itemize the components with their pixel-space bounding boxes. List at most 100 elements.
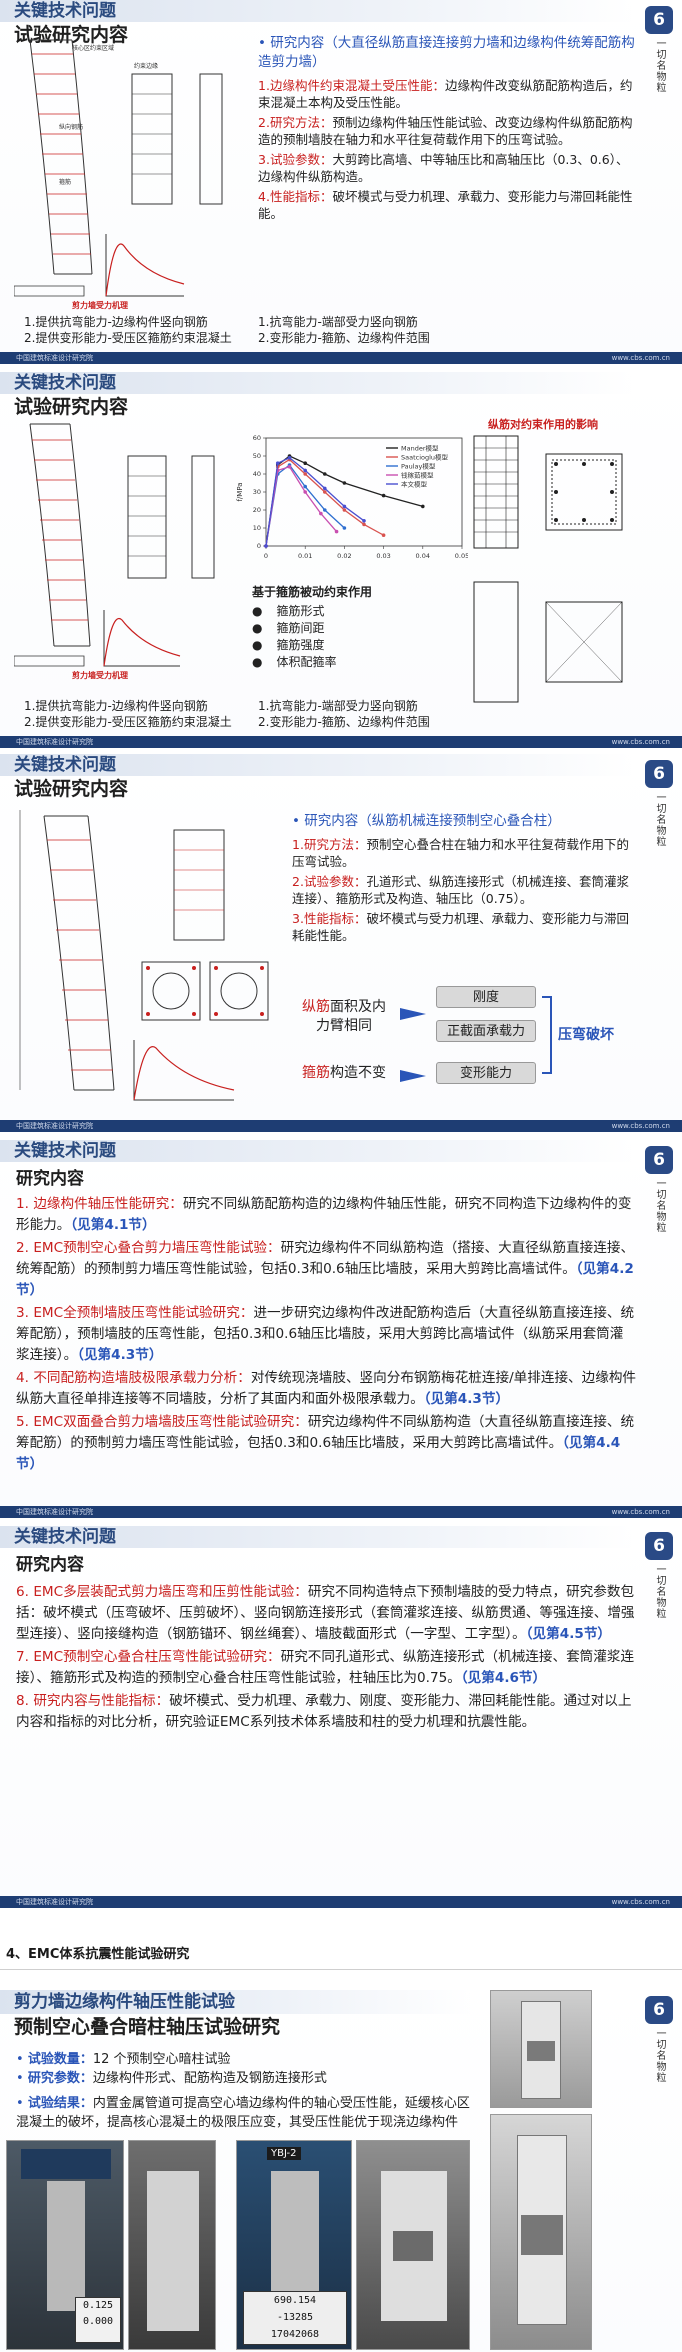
y-tick-label: 20 bbox=[253, 506, 261, 514]
flow-box-capacity: 正截面承载力 bbox=[436, 1020, 536, 1042]
legend-label: Paulay模型 bbox=[401, 462, 436, 471]
slide4-item-2: 2. EMC预制空心叠合剪力墙压弯性能试验：研究边缘构件不同纵筋构造（搭接、大直… bbox=[16, 1240, 635, 1298]
mechanism-box: 基于箍筋被动约束作用 ●箍筋形式 ●箍筋间距 ●箍筋强度 ●体积配箍率 bbox=[252, 584, 462, 671]
chart-series bbox=[264, 454, 425, 548]
logo: 6 一切名物粒 bbox=[642, 1532, 676, 1623]
legend-label: Mander模型 bbox=[401, 444, 439, 453]
flow-result: 压弯破坏 bbox=[558, 1027, 614, 1043]
column-section-drawings bbox=[473, 435, 623, 703]
data-point bbox=[287, 456, 292, 460]
column-mechanism-diagram bbox=[19, 810, 269, 1101]
data-point bbox=[287, 465, 292, 469]
slide-title: 研究内容 bbox=[16, 1555, 84, 1575]
y-tick-label: 50 bbox=[253, 452, 261, 460]
data-point bbox=[303, 461, 307, 465]
slide-header: 关键技术问题 试验研究内容 bbox=[0, 754, 632, 802]
x-tick-label: 0 bbox=[264, 552, 268, 560]
logo: 6 一切名物粒 bbox=[642, 6, 676, 97]
slide-4: 关键技术问题 6 一切名物粒 研究内容 1. 边缘构件轴压性能研究：研究不同纵筋… bbox=[0, 1140, 682, 1518]
label-edge: 约束边缘 bbox=[134, 62, 158, 70]
slide-footer: 中国建筑标准设计研究院 www.cbs.com.cn bbox=[0, 1896, 682, 1908]
slide-6: 剪力墙边缘构件轴压性能试验 预制空心叠合暗柱轴压试验研究 6 一切名物粒 • 试… bbox=[0, 1990, 682, 2352]
slide-kicker: 关键技术问题 bbox=[0, 1140, 632, 1162]
slide-header: 关键技术问题 试验研究内容 bbox=[0, 372, 632, 420]
slide-title: 研究内容 bbox=[16, 1169, 84, 1189]
data-point bbox=[342, 526, 347, 530]
data-point bbox=[323, 490, 327, 494]
specimen-photo bbox=[490, 1990, 592, 2108]
data-point bbox=[381, 493, 386, 498]
logo-text: 一切名物粒 bbox=[654, 1564, 665, 1619]
flow-bracket bbox=[542, 996, 552, 1074]
slide4-item-3: 3. EMC全预制墙肢压弯性能试验研究：进一步研究边缘构件改进配筋构造后（大直径… bbox=[16, 1305, 635, 1363]
slide6-items: • 试验数量：12 个预制空心暗柱试验 • 研究参数：边缘构件形式、配筋构造及钢… bbox=[16, 2050, 470, 2132]
readout-panel: 0.125 0.000 bbox=[75, 2297, 121, 2343]
slide4-item-1: 1. 边缘构件轴压性能研究：研究不同纵筋配筋构造的边缘构件轴压性能，研究不同构造… bbox=[16, 1196, 632, 1233]
flow-box-stiffness: 刚度 bbox=[436, 986, 536, 1008]
logo-text: 一切名物粒 bbox=[654, 38, 665, 93]
data-point bbox=[303, 490, 307, 494]
failure-mode-photo bbox=[490, 2114, 592, 2350]
data-point bbox=[342, 504, 347, 509]
y-tick-label: 0 bbox=[257, 542, 261, 550]
data-point bbox=[323, 472, 327, 476]
slide-title: 试验研究内容 bbox=[14, 396, 129, 418]
slide5-item-6: 6. EMC多层装配式剪力墙压弯和压剪性能试验：研究不同构造特点下预制墙肢的受力… bbox=[16, 1584, 635, 1642]
slide-kicker: 关键技术问题 bbox=[0, 754, 632, 776]
y-tick-label: 30 bbox=[253, 488, 261, 496]
series-line bbox=[265, 458, 384, 547]
data-point bbox=[342, 508, 347, 512]
slide-title: 预制空心叠合暗柱轴压试验研究 bbox=[14, 2016, 281, 2038]
mechanism-item: ●箍筋间距 bbox=[252, 621, 325, 635]
slide6-item: • 试验结果：内置金属管道可提高空心墙边缘构件的轴心受压性能，延缓核心区混凝土的… bbox=[16, 2096, 470, 2130]
logo-badge-icon: 6 bbox=[645, 6, 673, 34]
data-point bbox=[362, 519, 366, 523]
slide1-item-1: 1.边缘构件约束混凝土受压性能：边缘构件改变纵筋配筋构造后，约束混凝土本构及受压… bbox=[258, 78, 633, 110]
test-rig-photo: YBJ-2 690.154 -13285 17042068 bbox=[236, 2140, 352, 2350]
slide-header: 关键技术问题 bbox=[0, 1140, 632, 1162]
slide1-item-2: 2.研究方法：预制边缘构件轴压性能试验、改变边缘构件纵筋配筋构造的预制墙肢在轴力… bbox=[258, 115, 633, 147]
slide6-item: • 研究参数：边缘构件形式、配筋构造及钢筋连接形式 bbox=[16, 2071, 327, 2086]
slide-footer: 中国建筑标准设计研究院 www.cbs.com.cn bbox=[0, 352, 682, 364]
logo-text: 一切名物粒 bbox=[654, 1178, 665, 1233]
slide3-item-1: 1.研究方法：预制空心叠合柱在轴力和水平往复荷载作用下的压弯试验。 bbox=[292, 837, 629, 869]
series-line bbox=[265, 466, 338, 547]
flow-box-deformation: 变形能力 bbox=[436, 1062, 536, 1084]
diagram-title: 剪力墙受力机理 bbox=[72, 300, 128, 310]
y-axis-label: f/MPa bbox=[236, 482, 244, 501]
slide-footer: 中国建筑标准设计研究院 www.cbs.com.cn bbox=[0, 736, 682, 748]
slide-1: 关键技术问题 试验研究内容 6 一切名物粒 bbox=[0, 0, 682, 364]
data-point bbox=[319, 511, 323, 516]
series-line bbox=[265, 455, 423, 547]
data-point bbox=[303, 468, 307, 473]
slide-header: 剪力墙边缘构件轴压性能试验 预制空心叠合暗柱轴压试验研究 bbox=[0, 1990, 470, 2040]
specimen-tag: YBJ-2 bbox=[267, 2147, 301, 2160]
wall-mechanism-diagram: 核心区约束区域 纵向钢筋 箍筋 约束边缘 剪力墙受力机理 bbox=[14, 39, 223, 310]
slide6-item: • 试验数量：12 个预制空心暗柱试验 bbox=[16, 2052, 231, 2067]
data-point bbox=[303, 472, 307, 476]
y-tick-label: 60 bbox=[253, 434, 261, 442]
data-point bbox=[334, 529, 339, 534]
label-hoop: 箍筋 bbox=[59, 178, 71, 186]
slide3-item-3: 3.性能指标：破坏模式与受力机理、承载力、变形能力与滞回耗能性能。 bbox=[292, 911, 629, 943]
slide4-items: 1. 边缘构件轴压性能研究：研究不同纵筋配筋构造的边缘构件轴压性能，研究不同构造… bbox=[16, 1194, 636, 1477]
data-point bbox=[323, 508, 327, 512]
slide5-item-7: 7. EMC预制空心叠合柱压弯性能试验研究：研究不同孔道形式、纵筋连接形式（机械… bbox=[16, 1649, 635, 1686]
slide1-item-4: 4.性能指标：破坏模式与受力机理、承载力、变形能力与滞回耗能性能。 bbox=[258, 189, 633, 221]
slide-kicker: 关键技术问题 bbox=[0, 372, 632, 394]
diagram-title: 剪力墙受力机理 bbox=[72, 670, 128, 680]
y-tick-label: 10 bbox=[253, 524, 261, 532]
data-point bbox=[381, 533, 386, 537]
slide-footer: 中国建筑标准设计研究院 www.cbs.com.cn bbox=[0, 1120, 682, 1132]
data-point bbox=[342, 481, 347, 485]
slide-kicker: 剪力墙边缘构件轴压性能试验 bbox=[0, 1990, 470, 2014]
legend-label: Saatcioglu模型 bbox=[401, 453, 449, 462]
y-tick-label: 40 bbox=[253, 470, 261, 478]
slide1-caption-left: 1.提供抗弯能力-边缘构件竖向钢筋 2.提供变形能力-受压区箍筋约束混凝土 bbox=[24, 315, 232, 345]
slide-2: 关键技术问题 试验研究内容 剪力墙受力机理 bbox=[0, 372, 682, 748]
slide3-item-2: 2.试验参数：孔道形式、纵筋连接形式（机械连接、套筒灌浆连接）、箍筋形式及构造、… bbox=[292, 874, 629, 906]
